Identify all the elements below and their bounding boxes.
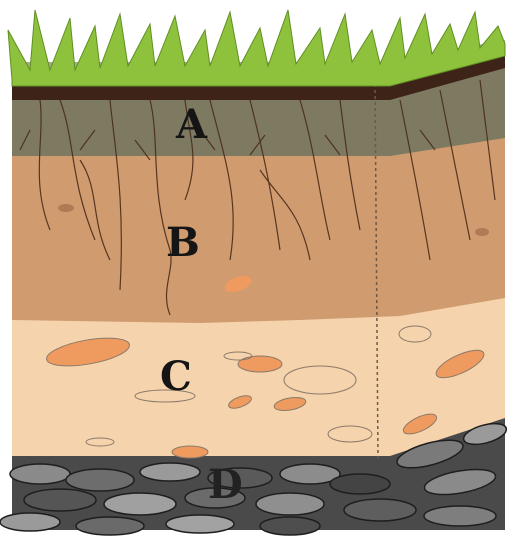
layer-a-label: A	[175, 101, 208, 148]
grass	[8, 10, 505, 86]
layer-c-region	[12, 298, 505, 458]
layer-c-label: C	[160, 353, 193, 400]
layer-b-label: B	[166, 219, 201, 266]
layer-b-region	[12, 138, 505, 325]
layer-d-label: D	[208, 461, 244, 508]
